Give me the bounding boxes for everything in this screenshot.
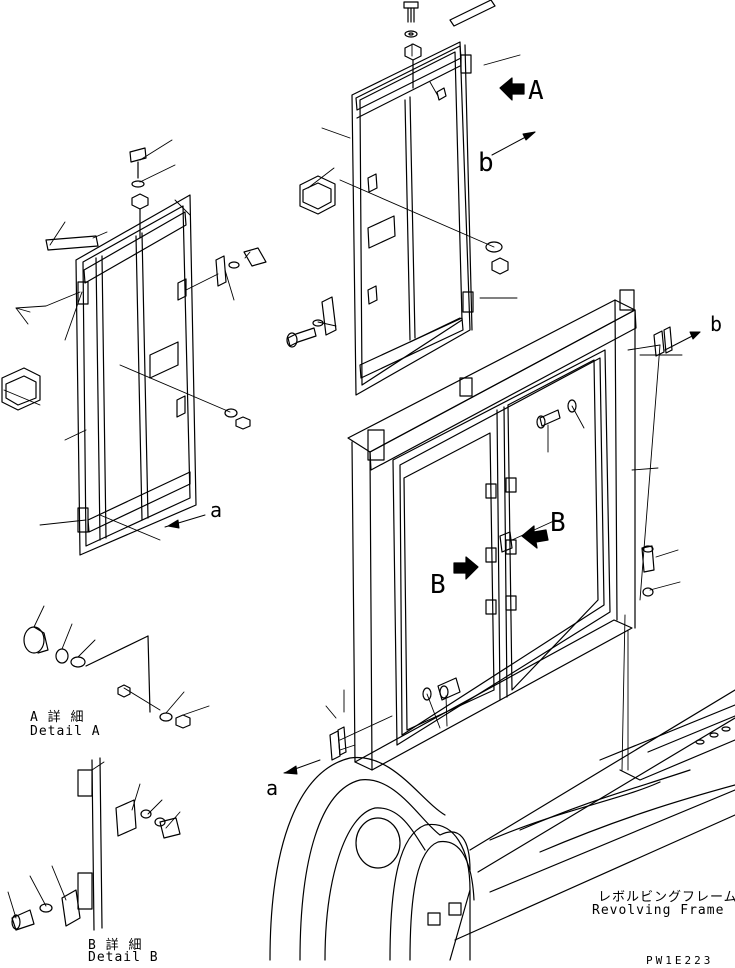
ref-label-b-upper: b [478, 148, 494, 178]
revolving-frame-label-jp: レボルビングフレーム [598, 890, 735, 905]
left-door-hardware [2, 148, 266, 429]
detail-a-drawing [24, 627, 190, 728]
upper-door-hardware [287, 0, 508, 347]
left-door-panel [76, 195, 196, 555]
drawing-code: PW1E223 [646, 954, 714, 967]
ref-label-b-right: b [710, 312, 723, 336]
detail-b-title-en: Detail B [88, 950, 159, 965]
detail-b-title-jp: B 詳 細 [88, 938, 143, 953]
main-frame-hardware [330, 327, 672, 760]
detail-b-drawing [12, 758, 180, 930]
ref-label-a-bottom: a [266, 776, 279, 800]
ref-label-b-view-right: B [550, 508, 566, 538]
detail-a-title-jp: A 詳 細 [30, 710, 85, 725]
revolving-frame-label-en: Revolving Frame [592, 903, 725, 918]
ref-label-b-view-left: B [430, 570, 446, 600]
ref-label-a-upper: A [528, 76, 544, 106]
leader-lines [4, 44, 682, 918]
view-arrow-b-right [522, 526, 548, 548]
view-arrow-a [500, 78, 524, 100]
upper-door-panel [352, 42, 473, 395]
direction-arrows [165, 132, 700, 774]
revolving-frame [270, 690, 735, 960]
view-arrow-b-left [454, 557, 478, 579]
detail-a-title-en: Detail A [30, 724, 101, 739]
main-door-frame [348, 290, 636, 770]
ref-label-a-left: a [210, 498, 223, 522]
